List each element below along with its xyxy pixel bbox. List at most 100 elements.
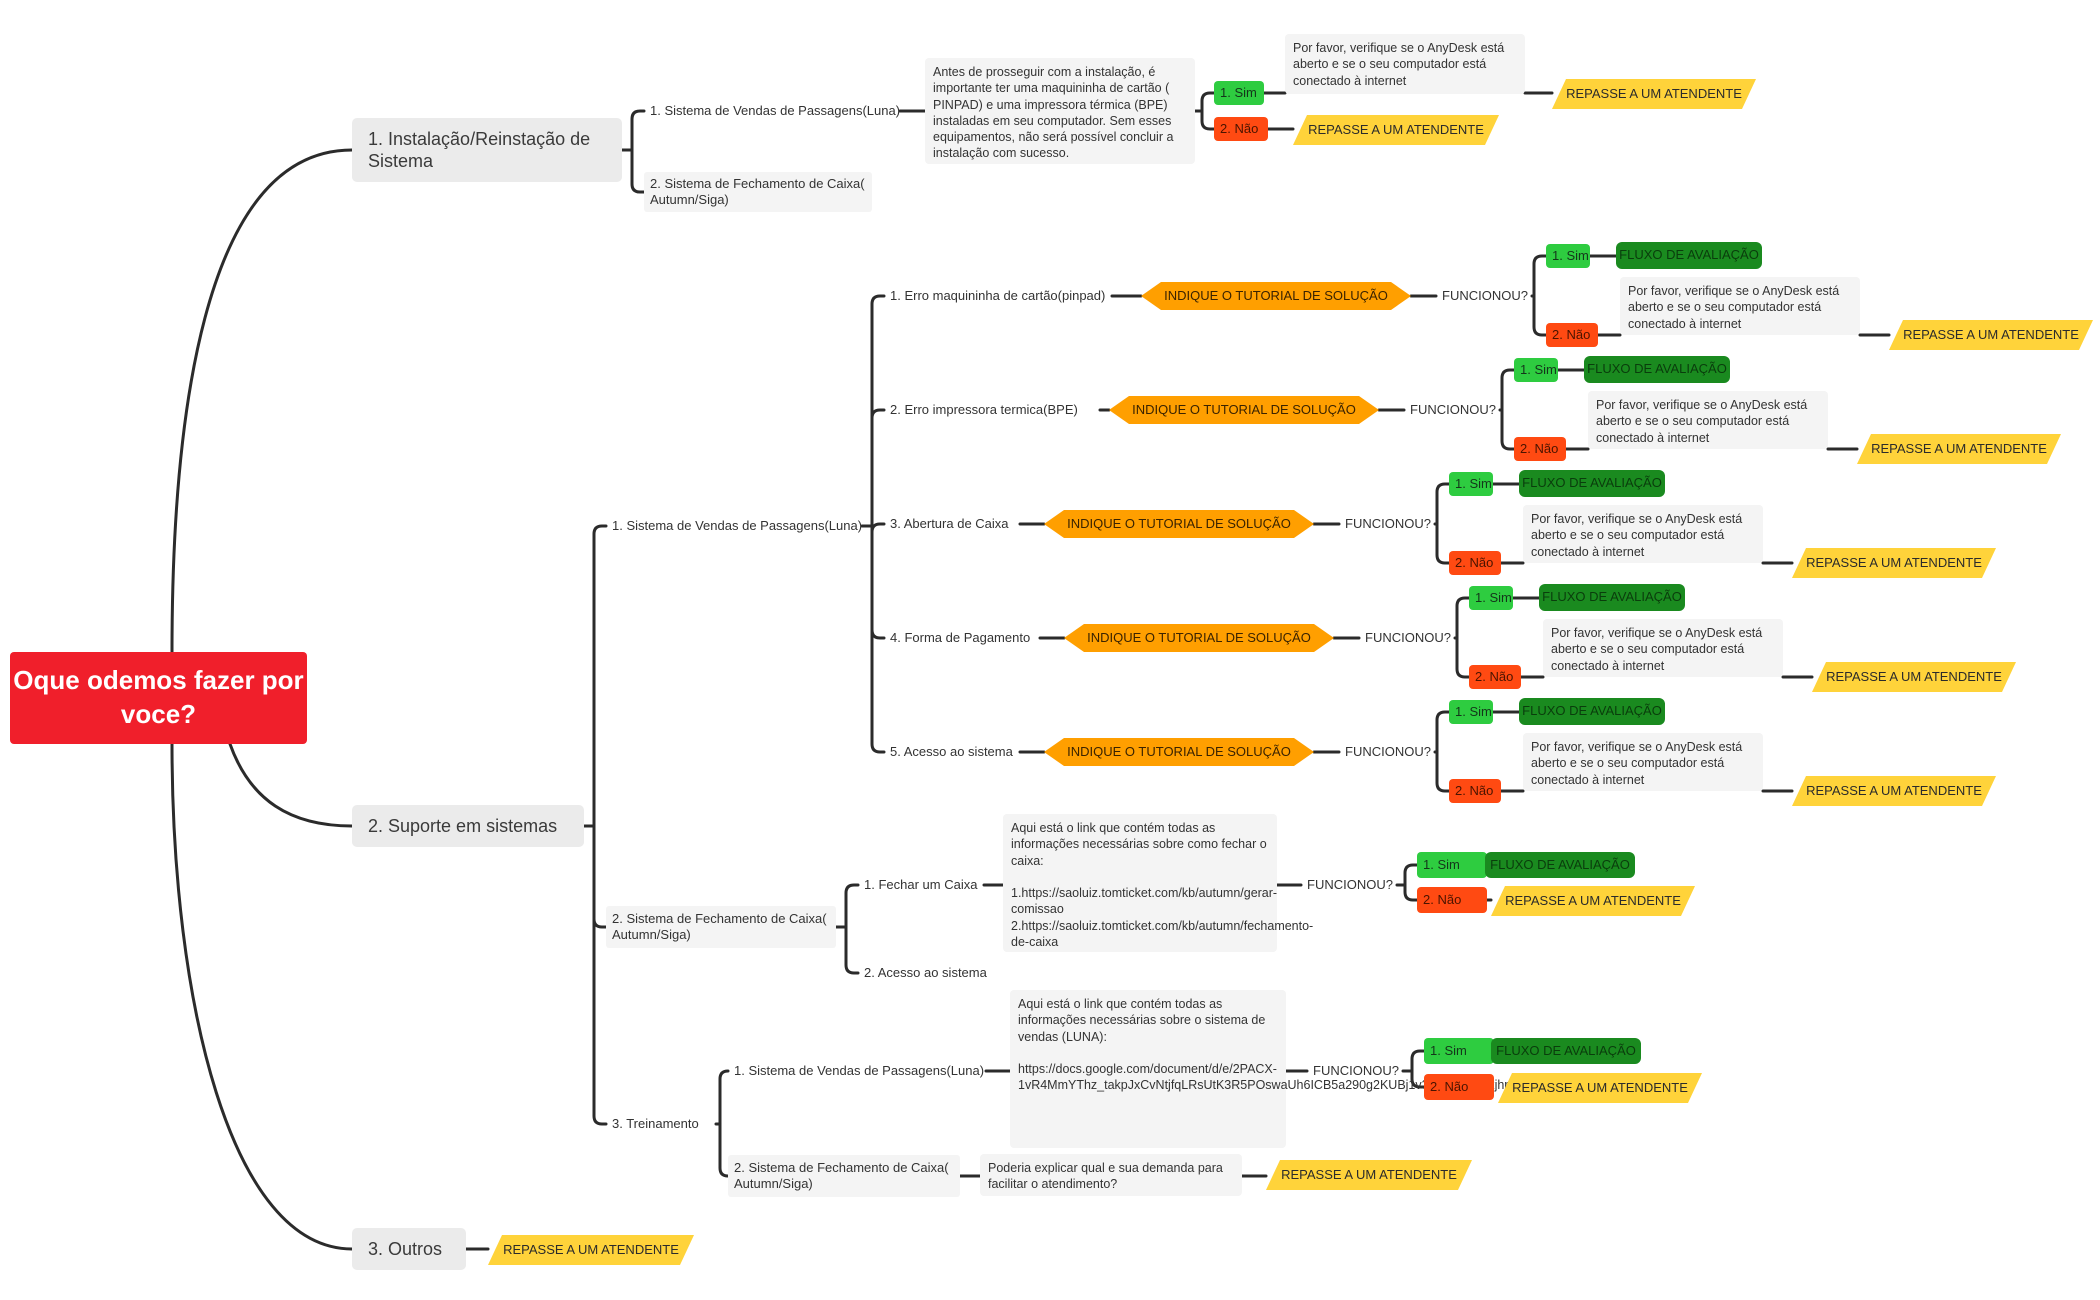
- training-explain-demand-note[interactable]: Poderia explicar qual e sua demanda para…: [980, 1154, 1242, 1196]
- issue-4-no-badge[interactable]: 2. Não: [1469, 665, 1521, 689]
- support-luna-issue-3[interactable]: 3. Abertura de Caixa: [890, 515, 1009, 531]
- issue-5-anydesk-note[interactable]: Por favor, verifique se o AnyDesk está a…: [1523, 733, 1763, 791]
- issue-4-anydesk-note[interactable]: Por favor, verifique se o AnyDesk está a…: [1543, 619, 1783, 677]
- issue-1-yes-badge[interactable]: 1. Sim: [1546, 244, 1590, 268]
- issue-2-evaluation-flow[interactable]: FLUXO DE AVALIAÇÃO: [1584, 356, 1730, 383]
- connector-line-23: [870, 524, 886, 754]
- installation-anydesk-note[interactable]: Por favor, verifique se o AnyDesk está a…: [1285, 34, 1525, 94]
- connector-line-9: [1200, 91, 1216, 113]
- support-luna[interactable]: 1. Sistema de Vendas de Passagens(Luna): [612, 517, 863, 533]
- issue-3-worked-question[interactable]: FUNCIONOU?: [1345, 515, 1431, 531]
- installation-yes-badge[interactable]: 1. Sim: [1214, 81, 1264, 105]
- connector-line-17: [592, 824, 608, 1126]
- issue-1-handoff-tag[interactable]: REPASSE A UM ATENDENTE: [1889, 320, 2093, 350]
- installation-no-badge[interactable]: 2. Não: [1214, 117, 1268, 141]
- central-topic[interactable]: Oque odemos fazer por voce?: [10, 652, 307, 744]
- support-close-register[interactable]: 1. Fechar um Caixa: [864, 876, 978, 892]
- issue-2-handoff-tag[interactable]: REPASSE A UM ATENDENTE: [1857, 434, 2061, 464]
- issue-3-yes-badge[interactable]: 1. Sim: [1449, 472, 1493, 496]
- topic-others[interactable]: 3. Outros: [352, 1228, 466, 1270]
- connector-line-44: [1435, 522, 1451, 565]
- connector-line-6: [630, 148, 646, 194]
- issue-3-handoff-tag[interactable]: REPASSE A UM ATENDENTE: [1792, 548, 1996, 578]
- connector-line-1: [170, 148, 354, 654]
- training-handoff-tag[interactable]: REPASSE A UM ATENDENTE: [1498, 1073, 1702, 1103]
- topic-installation[interactable]: 1. Instalação/Reinstação de Sistema: [352, 118, 622, 182]
- installation-handoff-tag-2[interactable]: REPASSE A UM ATENDENTE: [1293, 115, 1499, 145]
- issue-2-no-badge[interactable]: 2. Não: [1514, 437, 1566, 461]
- issue-1-no-badge[interactable]: 2. Não: [1546, 323, 1598, 347]
- connector-line-65: [844, 883, 860, 929]
- support-system-access-autumn[interactable]: 2. Acesso ao sistema: [864, 964, 987, 980]
- connector-line-2: [228, 742, 354, 828]
- training-evaluation-flow[interactable]: FLUXO DE AVALIAÇÃO: [1491, 1038, 1641, 1064]
- support-training[interactable]: 3. Treinamento: [612, 1115, 699, 1131]
- close-register-no-badge[interactable]: 2. Não: [1417, 887, 1487, 913]
- close-register-links-note[interactable]: Aqui está o link que contém todas as inf…: [1003, 814, 1313, 952]
- training-worked-question[interactable]: FUNCIONOU?: [1313, 1062, 1399, 1078]
- issue-4-handoff-tag[interactable]: REPASSE A UM ATENDENTE: [1812, 662, 2016, 692]
- issue-3-evaluation-flow[interactable]: FLUXO DE AVALIAÇÃO: [1519, 470, 1665, 497]
- training-luna-link-note[interactable]: Aqui está o link que contém todas as inf…: [1010, 990, 1611, 1148]
- connector-line-19: [870, 294, 886, 528]
- issue-1-evaluation-flow[interactable]: FLUXO DE AVALIAÇÃO: [1616, 242, 1762, 269]
- issue-2-tutorial-tag[interactable]: INDIQUE O TUTORIAL DE SOLUÇÃO: [1109, 396, 1379, 424]
- connector-line-5: [630, 109, 646, 152]
- issue-5-yes-badge[interactable]: 1. Sim: [1449, 700, 1493, 724]
- connector-line-59: [1435, 710, 1451, 754]
- issue-1-anydesk-note[interactable]: Por favor, verifique se o AnyDesk está a…: [1620, 277, 1860, 335]
- connector-line-15: [592, 524, 608, 828]
- issue-4-tutorial-tag[interactable]: INDIQUE O TUTORIAL DE SOLUÇÃO: [1064, 624, 1334, 652]
- connector-line-76: [718, 1122, 730, 1178]
- issue-5-tutorial-tag[interactable]: INDIQUE O TUTORIAL DE SOLUÇÃO: [1044, 738, 1314, 766]
- issue-5-handoff-tag[interactable]: REPASSE A UM ATENDENTE: [1792, 776, 1996, 806]
- training-autumn-siga[interactable]: 2. Sistema de Fechamento de Caixa( Autum…: [728, 1155, 960, 1197]
- connector-line-10: [1200, 109, 1216, 131]
- connector-line-28: [1532, 294, 1548, 337]
- training-luna[interactable]: 1. Sistema de Vendas de Passagens(Luna): [734, 1062, 985, 1078]
- installation-autumn-siga[interactable]: 2. Sistema de Fechamento de Caixa( Autum…: [644, 172, 872, 212]
- issue-5-evaluation-flow[interactable]: FLUXO DE AVALIAÇÃO: [1519, 698, 1665, 725]
- installation-requirements-note[interactable]: Antes de prosseguir com a instalação, é …: [925, 58, 1195, 164]
- training-no-badge[interactable]: 2. Não: [1424, 1074, 1494, 1100]
- issue-2-anydesk-note[interactable]: Por favor, verifique se o AnyDesk está a…: [1588, 391, 1828, 449]
- close-register-worked-question[interactable]: FUNCIONOU?: [1307, 876, 1393, 892]
- issue-5-worked-question[interactable]: FUNCIONOU?: [1345, 743, 1431, 759]
- connector-line-71: [1403, 883, 1419, 902]
- issue-4-worked-question[interactable]: FUNCIONOU?: [1365, 629, 1451, 645]
- issue-3-no-badge[interactable]: 2. Não: [1449, 551, 1501, 575]
- issue-4-yes-badge[interactable]: 1. Sim: [1469, 586, 1513, 610]
- support-luna-issue-5[interactable]: 5. Acesso ao sistema: [890, 743, 1013, 759]
- installation-luna[interactable]: 1. Sistema de Vendas de Passagens(Luna): [650, 102, 901, 118]
- issue-5-no-badge[interactable]: 2. Não: [1449, 779, 1501, 803]
- connector-line-20: [870, 408, 886, 528]
- close-register-evaluation-flow[interactable]: FLUXO DE AVALIAÇÃO: [1485, 852, 1635, 878]
- issue-1-worked-question[interactable]: FUNCIONOU?: [1442, 287, 1528, 303]
- connector-line-35: [1500, 368, 1516, 412]
- connector-line-16: [592, 824, 608, 929]
- training-yes-badge[interactable]: 1. Sim: [1424, 1038, 1494, 1064]
- issue-2-yes-badge[interactable]: 1. Sim: [1514, 358, 1558, 382]
- training-autumn-handoff-tag[interactable]: REPASSE A UM ATENDENTE: [1266, 1160, 1472, 1190]
- support-luna-issue-4[interactable]: 4. Forma de Pagamento: [890, 629, 1031, 645]
- connector-line-60: [1435, 750, 1451, 793]
- others-handoff-tag[interactable]: REPASSE A UM ATENDENTE: [488, 1235, 694, 1265]
- issue-1-tutorial-tag[interactable]: INDIQUE O TUTORIAL DE SOLUÇÃO: [1141, 282, 1411, 310]
- issue-2-worked-question[interactable]: FUNCIONOU?: [1410, 401, 1496, 417]
- installation-handoff-tag-1[interactable]: REPASSE A UM ATENDENTE: [1552, 79, 1756, 109]
- close-register-handoff-tag[interactable]: REPASSE A UM ATENDENTE: [1491, 886, 1695, 916]
- issue-3-tutorial-tag[interactable]: INDIQUE O TUTORIAL DE SOLUÇÃO: [1044, 510, 1314, 538]
- topic-system-support[interactable]: 2. Suporte em sistemas: [352, 805, 584, 847]
- connector-line-70: [1403, 863, 1419, 887]
- support-autumn-siga[interactable]: 2. Sistema de Fechamento de Caixa( Autum…: [606, 906, 836, 948]
- support-luna-issue-1[interactable]: 1. Erro maquininha de cartão(pinpad): [890, 287, 1106, 303]
- connector-line-66: [844, 925, 860, 975]
- connector-line-22: [870, 524, 886, 640]
- support-luna-issue-2[interactable]: 2. Erro impressora termica(BPE): [890, 401, 1078, 417]
- issue-3-anydesk-note[interactable]: Por favor, verifique se o AnyDesk está a…: [1523, 505, 1763, 563]
- close-register-yes-badge[interactable]: 1. Sim: [1417, 852, 1487, 878]
- issue-4-evaluation-flow[interactable]: FLUXO DE AVALIAÇÃO: [1539, 584, 1685, 611]
- connector-line-52: [1455, 636, 1471, 679]
- connector-line-75: [718, 1069, 730, 1126]
